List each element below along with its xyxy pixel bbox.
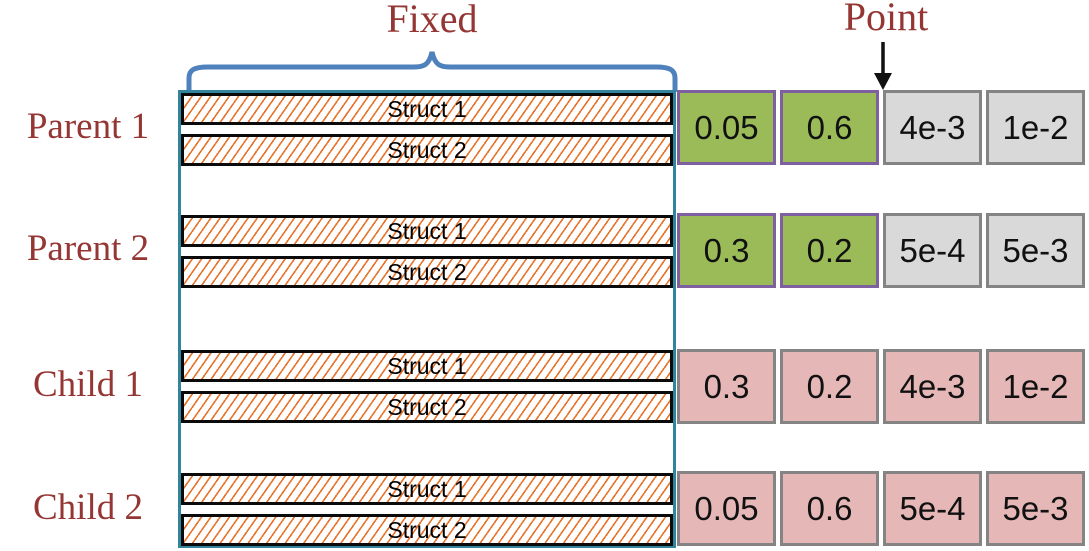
value-cell: 4e-3 bbox=[883, 90, 982, 165]
value-cell: 0.2 bbox=[780, 213, 879, 288]
crossover-point-arrow-icon bbox=[874, 42, 892, 90]
parameter-cells-child-1: 0.3 0.2 4e-3 1e-2 bbox=[677, 349, 1085, 424]
value-cell: 0.2 bbox=[780, 349, 879, 424]
value-cell: 0.6 bbox=[780, 90, 879, 165]
struct-bar-label: Struct 2 bbox=[387, 258, 467, 285]
struct-bar: Struct 2 bbox=[181, 514, 673, 546]
struct-bar: Struct 1 bbox=[181, 93, 673, 125]
value-cell: 0.3 bbox=[677, 213, 776, 288]
fixed-brace-icon bbox=[186, 51, 678, 92]
struct-bar: Struct 2 bbox=[181, 391, 673, 423]
struct-bar: Struct 2 bbox=[181, 256, 673, 288]
row-label-parent-2: Parent 2 bbox=[26, 228, 150, 269]
struct-bar: Struct 2 bbox=[181, 134, 673, 166]
row-label-child-2: Child 2 bbox=[33, 487, 143, 528]
struct-bar-label: Struct 2 bbox=[387, 393, 467, 420]
parameter-cells-parent-1: 0.05 0.6 4e-3 1e-2 bbox=[677, 90, 1085, 165]
fixed-region-label: Fixed bbox=[386, 0, 478, 41]
struct-bar-label: Struct 1 bbox=[387, 95, 467, 122]
value-cell: 1e-2 bbox=[986, 90, 1085, 165]
crossover-point-label: Point bbox=[843, 0, 929, 39]
value-cell: 0.05 bbox=[677, 90, 776, 165]
row-label-child-1: Child 1 bbox=[33, 364, 143, 405]
value-cell: 5e-3 bbox=[986, 471, 1085, 546]
value-cell: 1e-2 bbox=[986, 349, 1085, 424]
struct-bar-label: Struct 1 bbox=[387, 352, 467, 379]
value-cell: 5e-4 bbox=[883, 471, 982, 546]
row-label-parent-1: Parent 1 bbox=[26, 106, 150, 147]
value-cell: 0.6 bbox=[780, 471, 879, 546]
value-cell: 5e-3 bbox=[986, 213, 1085, 288]
parameter-cells-parent-2: 0.3 0.2 5e-4 5e-3 bbox=[677, 213, 1085, 288]
fixed-region-box bbox=[178, 90, 676, 548]
value-cell: 5e-4 bbox=[883, 213, 982, 288]
value-cell: 0.3 bbox=[677, 349, 776, 424]
struct-bar: Struct 1 bbox=[181, 350, 673, 382]
struct-bar-label: Struct 1 bbox=[387, 217, 467, 244]
value-cell: 0.05 bbox=[677, 471, 776, 546]
struct-bar-label: Struct 2 bbox=[387, 136, 467, 163]
struct-bar: Struct 1 bbox=[181, 215, 673, 247]
value-cell: 4e-3 bbox=[883, 349, 982, 424]
struct-bar-label: Struct 2 bbox=[387, 516, 467, 543]
struct-bar-label: Struct 1 bbox=[387, 475, 467, 502]
struct-bar: Struct 1 bbox=[181, 473, 673, 505]
parameter-cells-child-2: 0.05 0.6 5e-4 5e-3 bbox=[677, 471, 1085, 546]
